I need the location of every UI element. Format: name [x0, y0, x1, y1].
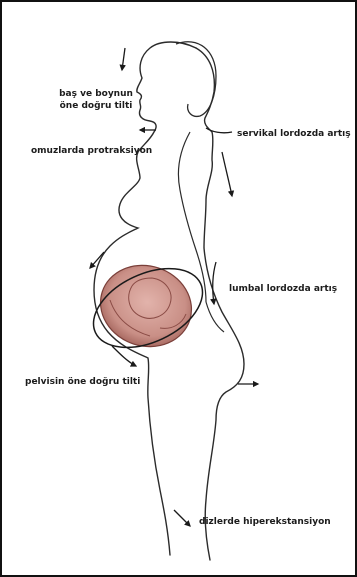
label-knee-hyperextension: dizlerde hiperekstansiyon — [199, 516, 331, 528]
label-head-neck-tilt: baş ve boynun öne doğru tilti — [58, 88, 134, 112]
knee-hyperextension-arrow — [174, 510, 190, 526]
label-shoulder-protraction: omuzlarda protraksiyon — [31, 145, 152, 157]
label-cervical-lordosis: servikal lordozda artış — [237, 128, 351, 140]
hair-outline — [176, 42, 216, 117]
hand-outline — [206, 302, 224, 332]
label-head-neck-line1: baş ve boynun — [58, 88, 134, 100]
arm-outline — [178, 132, 206, 302]
label-head-neck-line2: öne doğru tilti — [58, 100, 134, 112]
shoulder-forward-arrow — [222, 152, 232, 196]
pelvis-tilt-arrow — [112, 346, 136, 366]
head-forward-arrow — [122, 48, 125, 70]
label-pelvic-tilt: pelvisin öne doğru tilti — [25, 376, 140, 388]
cervical-curve-arrow — [206, 128, 232, 133]
label-lumbar-lordosis: lumbal lordozda artış — [229, 283, 337, 295]
belly-forward-arrow — [90, 252, 104, 268]
uterus-fetus-shape — [90, 254, 202, 359]
body-back-outline — [196, 48, 244, 560]
